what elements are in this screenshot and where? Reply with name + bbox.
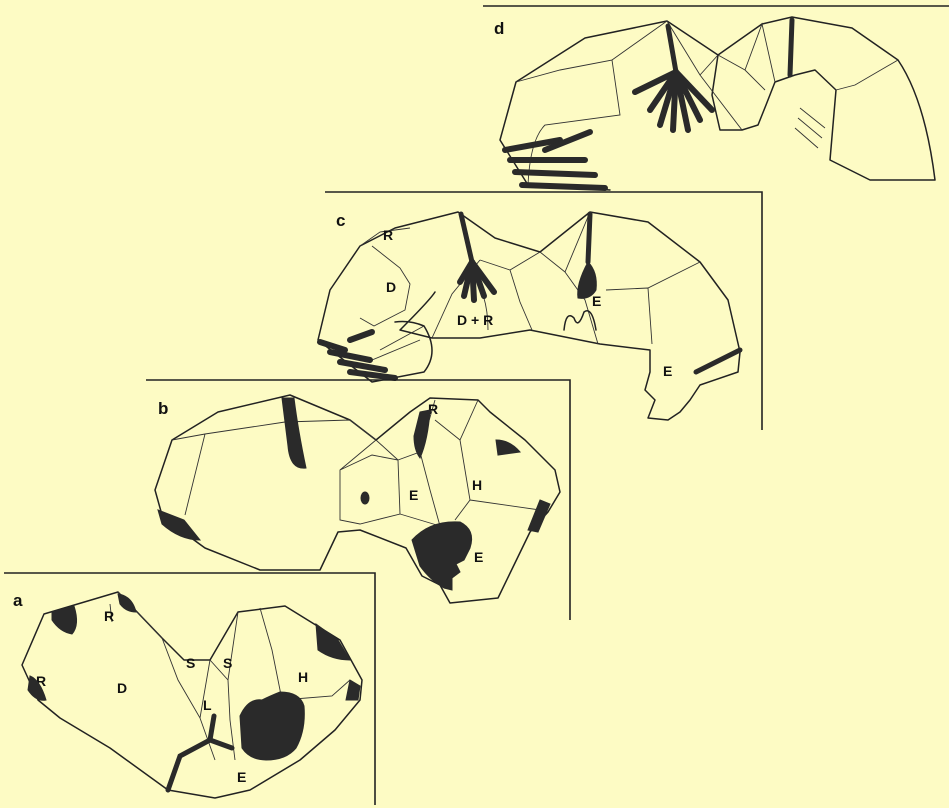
panel-a-label-l: L — [203, 697, 212, 713]
panel-a-label-e: E — [237, 769, 246, 785]
panel-a-label-r1: R — [104, 608, 114, 624]
panel-b-blot-right — [528, 500, 550, 532]
panel-b-sutures — [172, 400, 540, 526]
panel-a-suture-bar — [168, 716, 232, 790]
panel-c-label-r: R — [383, 227, 393, 243]
panel-b-blot-r — [414, 410, 430, 458]
panel-d-suture-bar-right — [790, 20, 792, 75]
panel-b-label-e2: E — [474, 549, 483, 565]
panel-b-frame — [146, 380, 570, 620]
panel-d-fan-lower — [505, 132, 605, 188]
panel-d-fan-upper — [635, 72, 712, 130]
panel-c-label-d: D — [386, 279, 396, 295]
panel-a-blot-top-center — [118, 594, 136, 612]
panel-d-suture-bar-left — [668, 26, 676, 72]
panel-d: d — [483, 6, 949, 190]
panel-c-letter: c — [336, 211, 345, 230]
panel-b-blot-left — [158, 510, 200, 540]
panel-c-label-e1: E — [592, 293, 601, 309]
panel-b-label-e1: E — [409, 487, 418, 503]
panel-a-blot-top-right — [316, 624, 350, 660]
panel-a: a R R D S S L H E — [4, 573, 375, 805]
panel-d-outline — [500, 17, 935, 190]
panel-c-fan-upper — [460, 262, 494, 300]
panel-c-outline — [318, 212, 740, 420]
panel-a-label-d: D — [117, 680, 127, 696]
panel-b-blot-center — [361, 492, 369, 504]
panel-c-edge-bar — [696, 350, 740, 372]
panel-a-blot-h — [240, 692, 304, 760]
panel-b-letter: b — [158, 399, 168, 418]
panel-d-letter: d — [494, 19, 504, 38]
panel-c-label-dr: D + R — [457, 312, 493, 328]
panel-c-suture-bar-right — [588, 214, 590, 262]
panel-a-letter: a — [13, 591, 23, 610]
panel-a-label-h: H — [298, 669, 308, 685]
panel-b-blot-e-lobed — [412, 522, 472, 590]
panel-a-label-s1: S — [186, 655, 195, 671]
panel-b-blot-h-top — [496, 440, 520, 455]
panel-a-frame — [4, 573, 375, 805]
panel-c-label-e2: E — [663, 363, 672, 379]
panel-c-muscle-scar-e — [578, 262, 597, 298]
panel-b: b R E H E — [146, 380, 570, 620]
panel-c-sutures — [360, 212, 700, 360]
panel-c: c R D D + R E E — [318, 192, 762, 430]
panel-a-label-s2: S — [223, 655, 232, 671]
panel-a-blot-right — [346, 680, 360, 700]
panel-b-label-h: H — [472, 477, 482, 493]
panel-b-blot-top-left — [282, 398, 306, 468]
